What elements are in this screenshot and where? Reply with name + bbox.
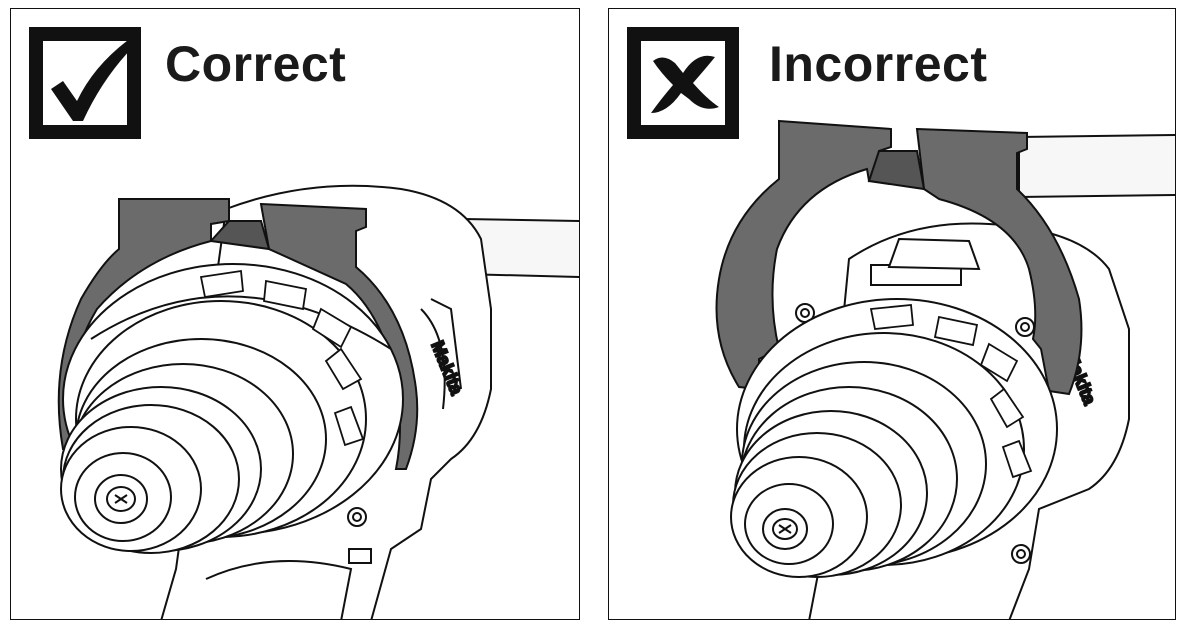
incorrect-installation-illustration: Makita xyxy=(715,119,1175,619)
correct-panel: Makita xyxy=(10,8,580,620)
cross-icon xyxy=(651,55,719,113)
mode-selector-tabs xyxy=(869,304,1033,479)
correct-label: Correct xyxy=(165,36,347,92)
checkmark-badge xyxy=(29,27,141,139)
checkmark-icon xyxy=(51,41,127,121)
clamp-ring xyxy=(57,198,419,470)
incorrect-panel: Makita xyxy=(608,8,1176,620)
side-handle-tube xyxy=(1018,134,1175,199)
incorrect-label: Incorrect xyxy=(769,36,988,92)
correct-installation-illustration: Makita xyxy=(57,184,579,619)
tool-chuck xyxy=(730,298,1058,578)
cross-badge xyxy=(627,27,739,139)
mode-selector-tabs xyxy=(199,269,365,447)
